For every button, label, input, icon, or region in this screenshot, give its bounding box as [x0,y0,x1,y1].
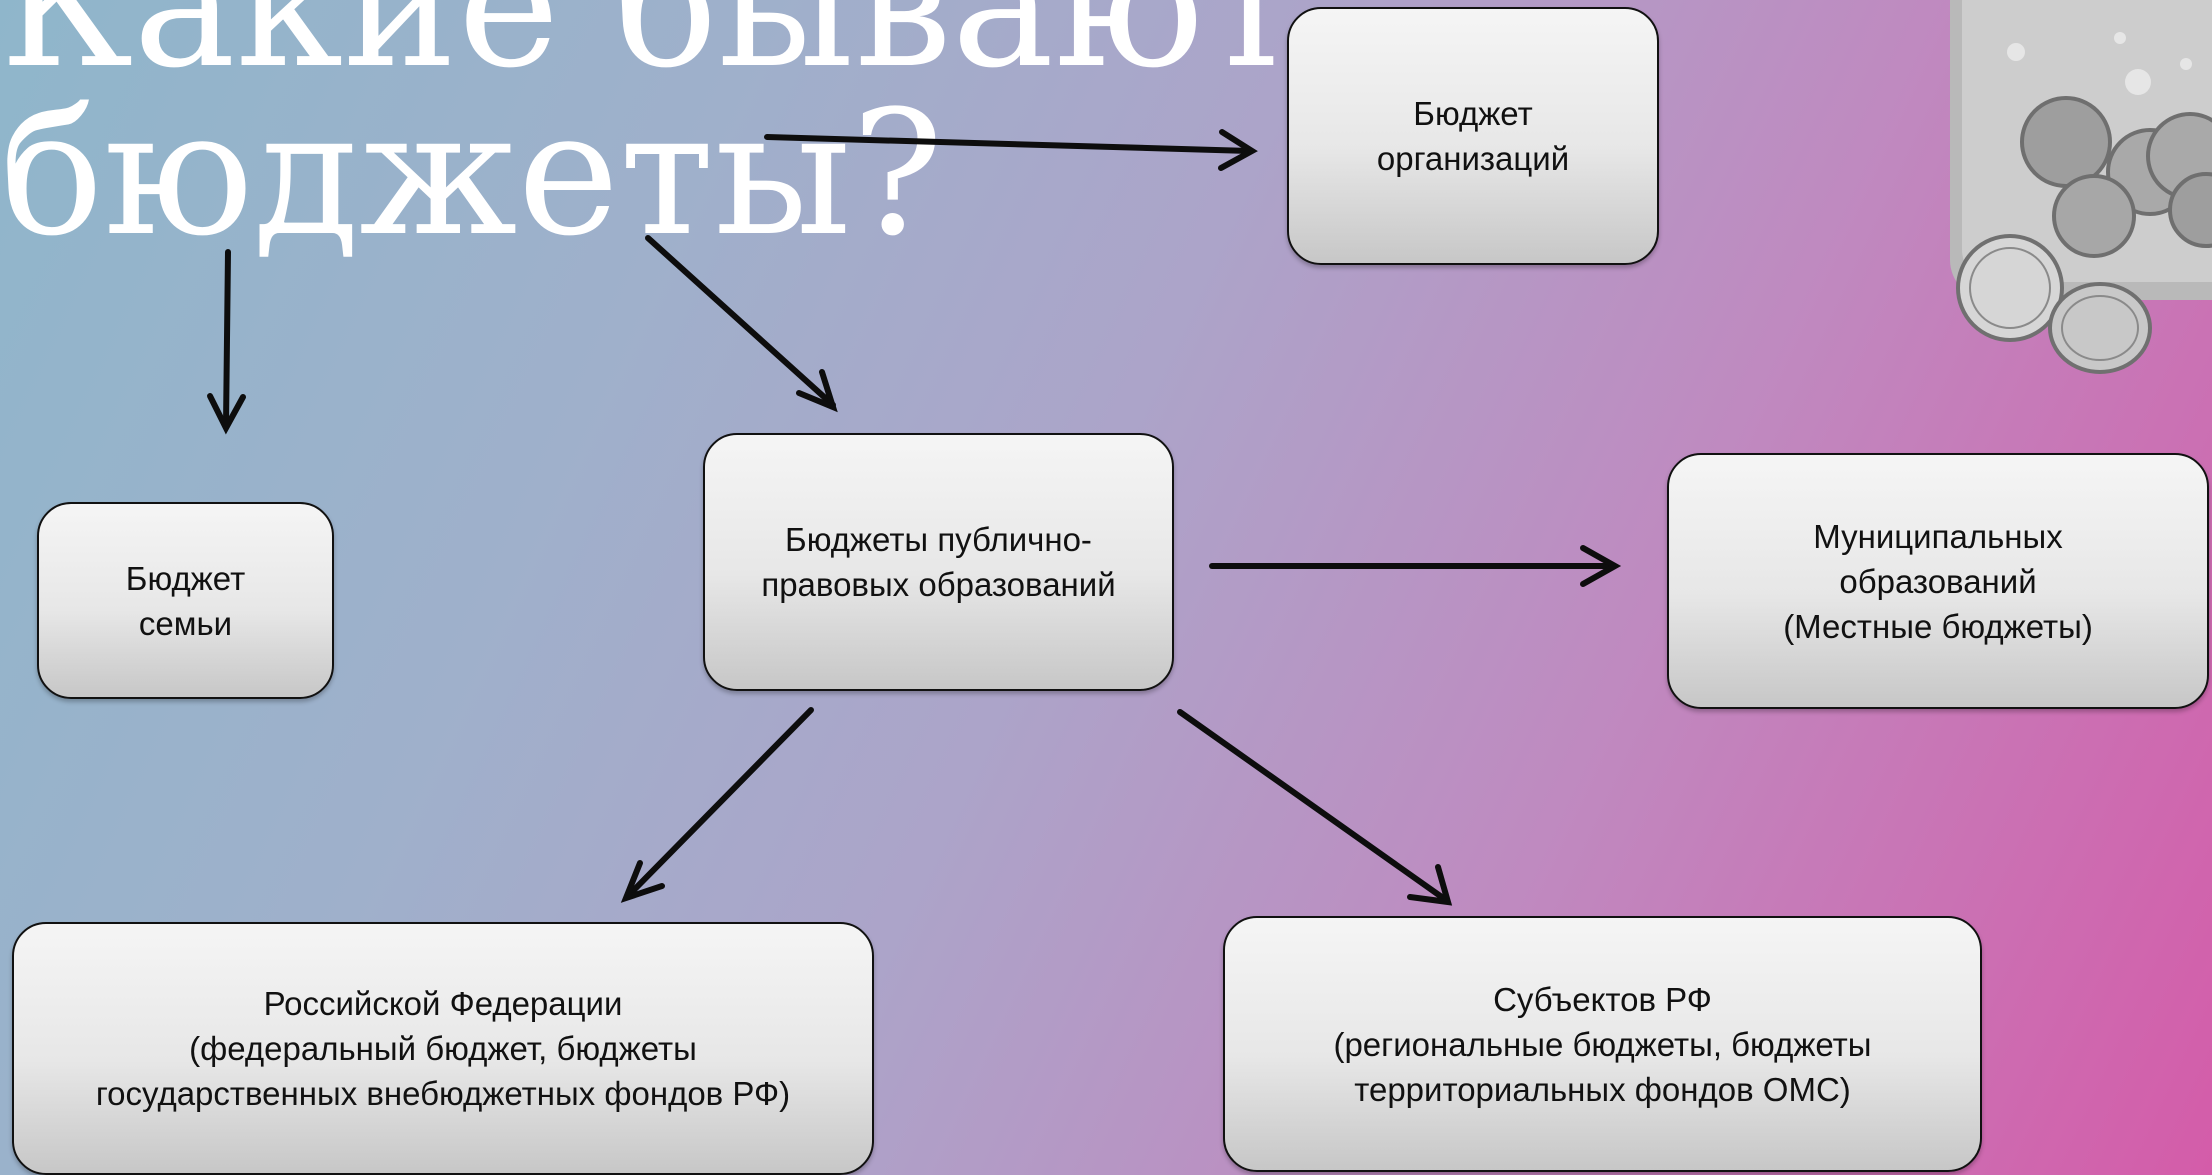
box-municipal-budget: Муниципальных образований (Местные бюдже… [1667,453,2209,709]
title-line-1: Какие бывают [0,0,1299,106]
box-line: Бюджет [1413,95,1533,132]
box-line: Бюджет [125,559,246,597]
page-title: Какие бывают бюджеты? [0,0,1299,274]
box-organizations-budget: Бюджет организаций [1287,7,1659,265]
box-line: государственных внебюджетных фондов РФ) [95,1075,791,1112]
box-russian-federation-budget: Российской Федерации (федеральный бюджет… [12,922,874,1175]
box-line: Субъектов РФ [1493,980,1712,1018]
box-line: семьи [138,604,233,642]
arrow-to-family [207,249,246,435]
box-line: Муниципальных [1813,517,2063,555]
title-line-2: бюджеты? [0,73,944,274]
arrow-to-russian-federation [620,707,814,903]
arrow-to-municipal [1209,545,1622,587]
box-line: Российской Федерации [263,985,623,1022]
box-line: территориальных фондов ОМС) [1354,1070,1851,1108]
coins-jar-icon [1950,0,2212,374]
box-family-budget: Бюджет семьи [37,502,334,699]
box-line: (региональные бюджеты, бюджеты [1333,1025,1872,1063]
box-line: (федеральный бюджет, бюджеты [189,1030,697,1067]
box-line: (Местные бюджеты) [1783,607,2093,645]
box-subjects-budget: Субъектов РФ (региональные бюджеты, бюдж… [1223,916,1982,1172]
box-public-entities-budget: Бюджеты публично- правовых образований [703,433,1174,691]
box-line: правовых образований [761,566,1116,603]
arrow-to-subjects [1177,709,1453,906]
box-line: образований [1839,562,2037,600]
box-line: Бюджеты публично- [785,521,1092,558]
box-line: организаций [1376,140,1570,177]
